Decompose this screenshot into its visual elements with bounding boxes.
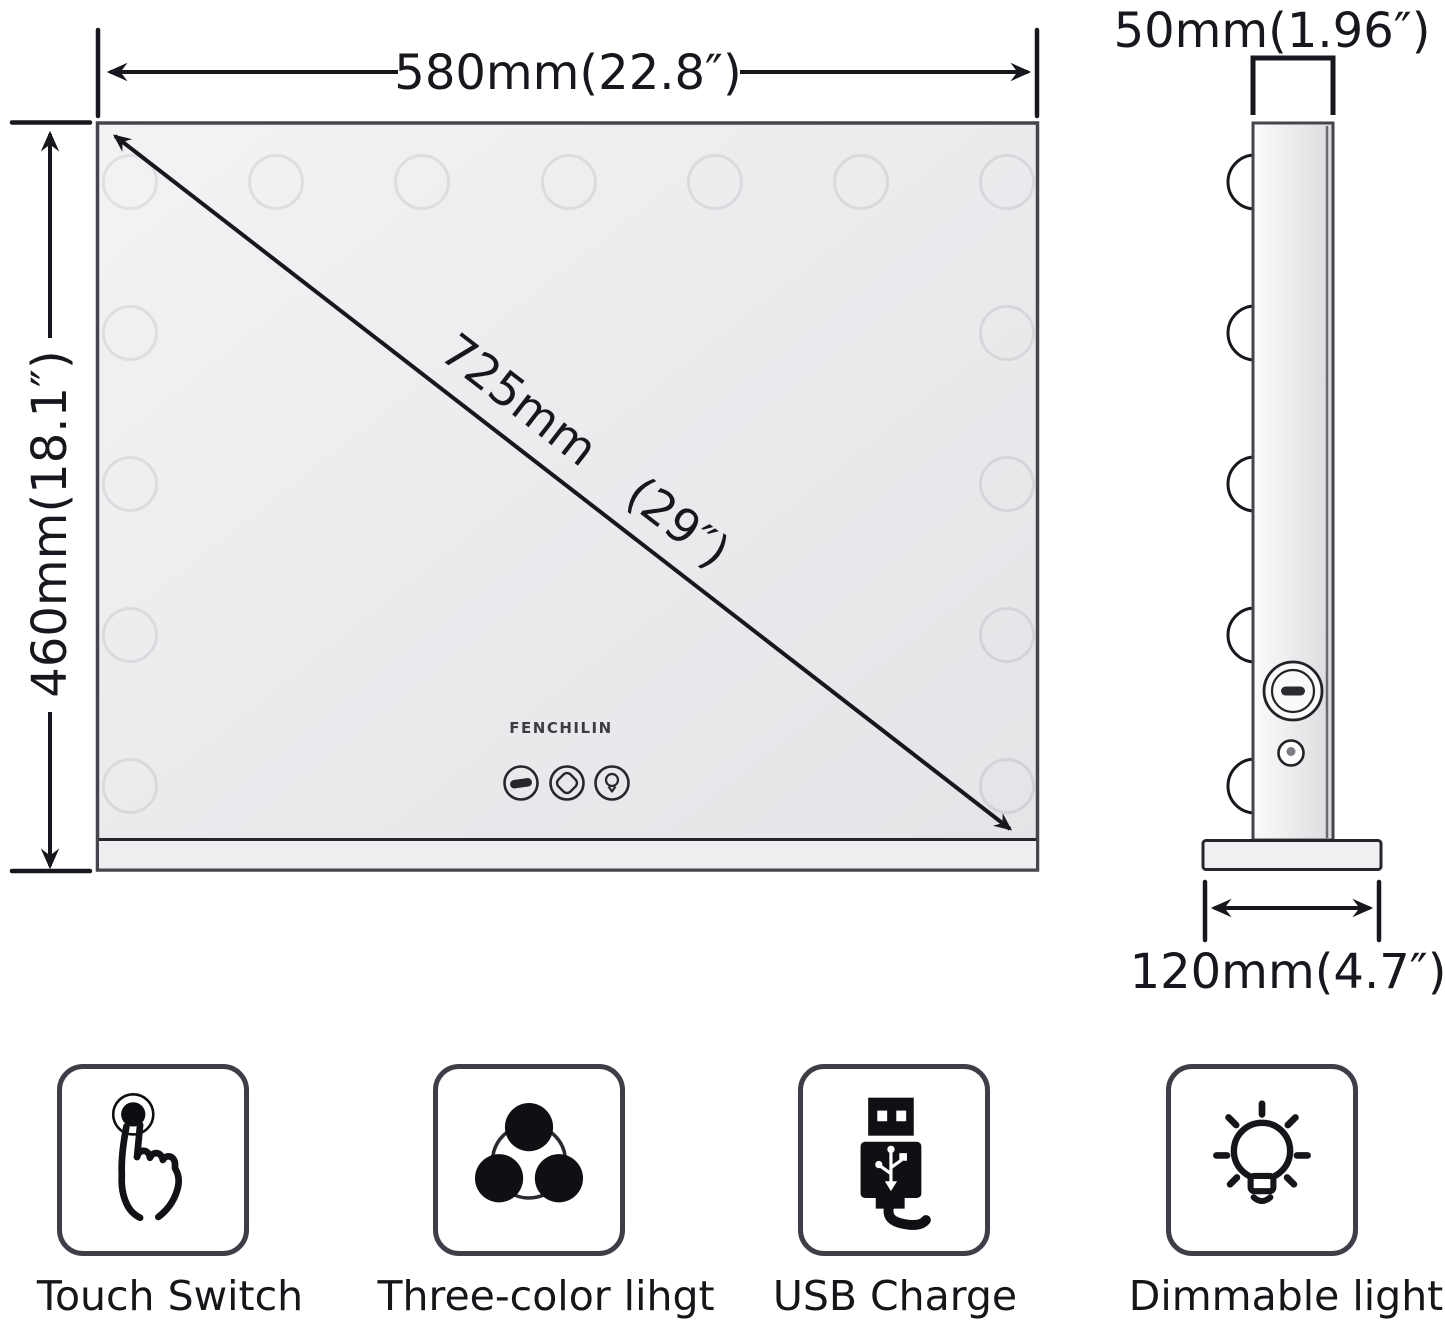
touch-switch-icon	[111, 1093, 182, 1222]
color-mode-button-icon	[549, 765, 585, 801]
usb-charge-icon	[860, 1097, 931, 1230]
feature-label: USB Charge	[772, 1272, 1018, 1320]
depth-bracket	[1250, 55, 1336, 115]
mirror-frame	[95, 121, 1040, 872]
height-dimension: 460mm(18.1″)	[9, 120, 93, 874]
side-view: 50mm(1.96″)	[1114, 3, 1445, 1000]
feature-touch-switch	[57, 1064, 249, 1256]
feature-label: Touch Switch	[36, 1272, 304, 1320]
side-base	[1201, 839, 1383, 871]
mirror-bottom-trim	[99, 840, 1036, 869]
width-dimension-label: 580mm(22.8″)	[394, 45, 741, 101]
depth-dimension-label: 50mm(1.96″)	[1114, 3, 1431, 59]
brightness-button-icon	[594, 765, 630, 801]
height-dimension-label: 460mm(18.1″)	[22, 350, 78, 697]
width-dimension: 580mm(22.8″)	[95, 27, 1040, 119]
technical-drawing: FENCHILIN	[9, 3, 1445, 1000]
power-port	[1262, 660, 1324, 722]
dimmable-light-icon	[1213, 1100, 1311, 1205]
feature-usb-charge	[798, 1064, 990, 1256]
feature-label: Dimmable light	[1128, 1272, 1444, 1320]
base-width-dimension: 120mm(4.7″)	[1130, 879, 1445, 1000]
three-color-light-icon	[474, 1103, 584, 1203]
power-indicator	[1277, 739, 1305, 767]
feature-label: Three-color lihgt	[377, 1272, 715, 1320]
base-width-dimension-label: 120mm(4.7″)	[1130, 944, 1445, 1000]
side-column	[1251, 121, 1335, 842]
brand-text: FENCHILIN	[509, 719, 612, 737]
light-rays	[1213, 1100, 1311, 1188]
power-button-icon	[503, 765, 539, 801]
feature-three-color-light	[433, 1064, 625, 1256]
front-view: FENCHILIN	[95, 121, 1040, 872]
feature-dimmable-light	[1166, 1064, 1358, 1256]
touch-controls	[503, 765, 630, 801]
